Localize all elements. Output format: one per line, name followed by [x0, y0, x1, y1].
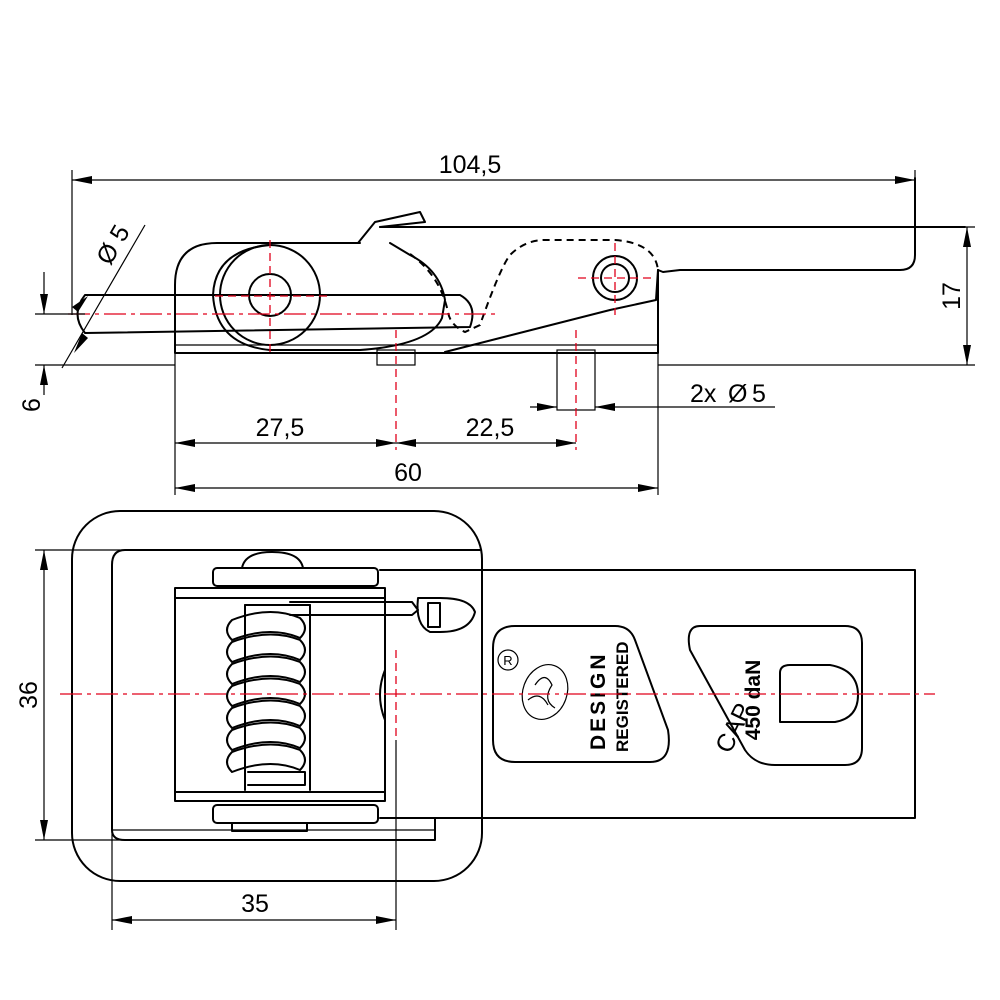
brand-logo-icon	[521, 664, 569, 720]
arrow	[40, 820, 48, 840]
dim-hole-diameter: 5	[752, 380, 766, 408]
dim-height: 17	[938, 282, 966, 310]
dim-hole-spacing: 22,5	[466, 414, 515, 442]
dim-pin-diameter: 5	[104, 220, 135, 246]
arrow	[595, 403, 615, 411]
capacity-label: 450 daN	[742, 660, 765, 741]
latch-knob-inner	[427, 602, 441, 628]
arrow	[40, 365, 48, 385]
diameter-symbol-icon: Ø	[728, 380, 747, 408]
arrow	[638, 484, 658, 492]
side-notch	[379, 669, 386, 721]
pin-bottom	[212, 804, 379, 824]
arrow	[537, 403, 557, 411]
pin-foot	[231, 822, 308, 832]
arrow	[376, 439, 396, 447]
hook-arm	[657, 177, 916, 273]
diameter-leader	[61, 224, 146, 369]
side-view	[68, 177, 966, 450]
pin-head-top	[241, 551, 304, 569]
arrow	[72, 176, 92, 184]
latch-knob	[416, 597, 476, 633]
arrow	[175, 439, 195, 447]
arrow	[963, 227, 971, 247]
registered-label: REGISTERED	[613, 641, 632, 752]
dim-base-length: 60	[394, 459, 422, 487]
dim-overall-length: 104,5	[439, 151, 502, 179]
dim-hole-count: 2x	[690, 380, 717, 408]
dim-base-thickness: 6	[18, 398, 46, 412]
dim-spring-offset: 35	[241, 890, 269, 918]
dim-hole-offset: 27,5	[256, 414, 305, 442]
registered-mark-letter: R	[503, 653, 512, 668]
latch-tab	[357, 211, 426, 244]
arrow	[72, 296, 88, 312]
arrow	[895, 176, 915, 184]
arrow	[556, 439, 576, 447]
registered-mark-icon	[497, 649, 519, 671]
arrow	[396, 439, 416, 447]
arrow	[40, 550, 48, 570]
lever-hidden-outline	[409, 239, 659, 334]
inner-frame	[111, 549, 481, 841]
side-dimensions: 104,5 Ø 5 17 6 2x Ø 5	[18, 151, 975, 495]
top-dimensions: 36 35	[15, 549, 397, 930]
arrow	[963, 345, 971, 365]
capacity-slot	[779, 664, 859, 723]
capacity-badge	[687, 625, 863, 766]
design-label: DESIGN	[587, 651, 610, 750]
design-badge	[492, 625, 670, 763]
top-view: R DESIGN REGISTERED CAP. 450 daN	[60, 510, 935, 882]
dim-width: 36	[15, 681, 43, 709]
spring	[226, 604, 311, 791]
arrow	[74, 333, 88, 353]
arrow	[175, 484, 195, 492]
arrow	[40, 294, 48, 314]
lever-outline	[212, 242, 446, 351]
diameter-symbol-icon: Ø	[91, 239, 125, 270]
arrow	[376, 916, 396, 924]
pin-top	[212, 567, 379, 587]
base-plate-top	[71, 510, 483, 882]
rear-hook	[444, 269, 659, 353]
arrow	[112, 916, 132, 924]
